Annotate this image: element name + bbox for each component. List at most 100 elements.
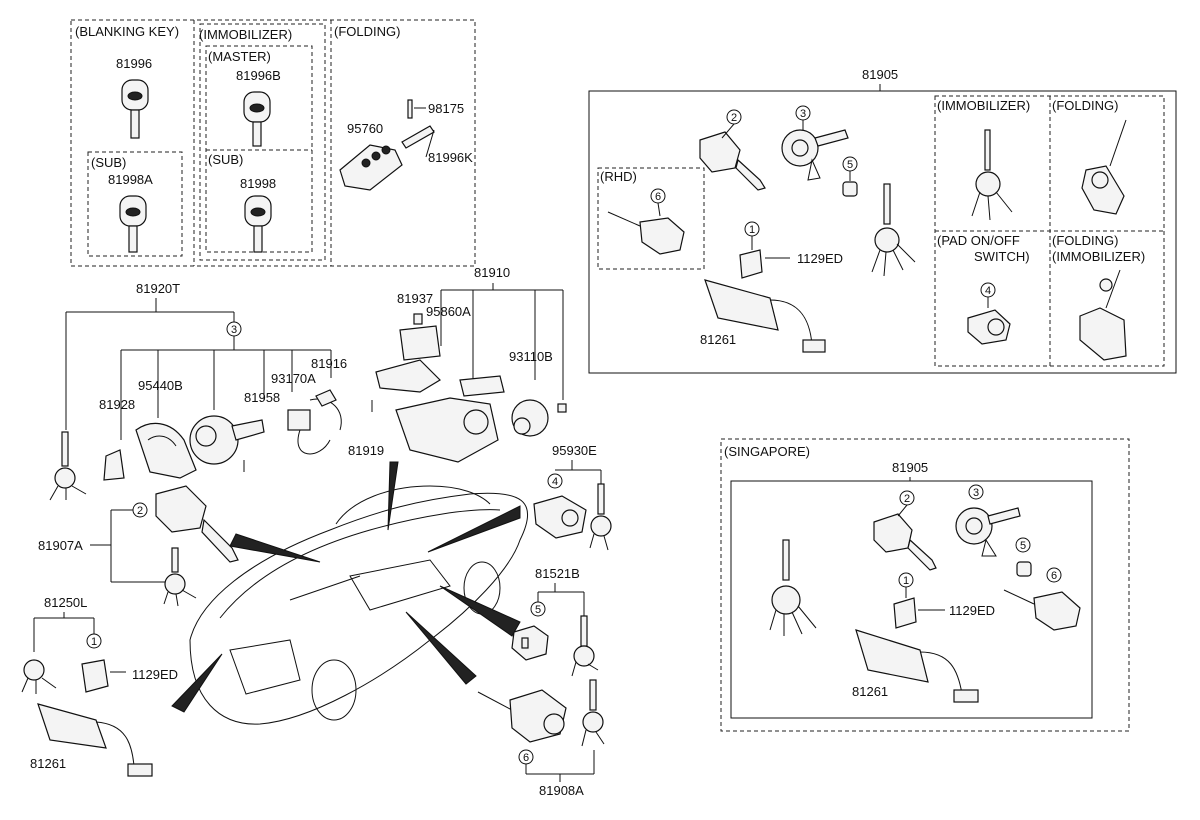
folding-label: (FOLDING) <box>334 24 400 39</box>
callout-2: 2 <box>132 502 148 518</box>
master-label: (MASTER) <box>208 49 271 64</box>
svg-text:3: 3 <box>800 108 806 120</box>
key-icon <box>119 195 147 253</box>
key-set-icon <box>871 183 916 277</box>
svg-text:5: 5 <box>847 159 853 171</box>
svg-text:5: 5 <box>1020 540 1026 552</box>
part-81907A: 81907A <box>38 538 83 553</box>
svg-text:2: 2 <box>731 112 737 124</box>
part-81920T: 81920T <box>136 281 180 296</box>
ignition-switch-icon <box>855 587 979 703</box>
folding-label-r2: (FOLDING) <box>1052 233 1118 248</box>
immobilizer-keys-icon <box>971 129 1013 221</box>
box-outline <box>588 90 1177 374</box>
ignition-switch-icon <box>704 236 826 353</box>
rhd-box <box>597 167 705 270</box>
part-81996: 81996 <box>116 56 152 71</box>
key-set-icon <box>49 431 87 501</box>
parts-81905-box: 81905 (RHD) (IMMOBILIZER) (FOLDING) (PAD… <box>588 67 1177 374</box>
part-1129ED-singapore: 1129ED <box>949 603 995 618</box>
callout-1: 1 <box>744 221 760 237</box>
svg-text:1: 1 <box>903 575 909 587</box>
callout-3: 3 <box>968 484 984 500</box>
door-lock-cylinder-icon <box>155 485 239 607</box>
switch-label: SWITCH) <box>974 249 1030 264</box>
callout-1: 1 <box>86 633 102 649</box>
part-81919: 81919 <box>348 443 384 458</box>
door-lock-cylinder-icon <box>873 504 937 571</box>
part-81958: 81958 <box>244 390 280 405</box>
door-lock-cylinder-icon <box>699 123 766 191</box>
part-81937: 81937 <box>397 291 433 306</box>
ignition-cylinder-icon <box>781 120 849 181</box>
callout-6: 6 <box>650 188 666 204</box>
callout-2: 2 <box>899 490 915 506</box>
callout-6: 6 <box>518 749 534 765</box>
part-81261: 81261 <box>30 756 66 771</box>
part-81250L: 81250L <box>44 595 87 610</box>
key-reminder-switch-icon <box>511 399 567 437</box>
svg-text:1: 1 <box>749 224 755 236</box>
folding-label-r: (FOLDING) <box>1052 98 1118 113</box>
callout-5: 5 <box>530 601 546 617</box>
svg-text:2: 2 <box>904 493 910 505</box>
part-81996B: 81996B <box>236 68 281 83</box>
part-95860A: 95860A <box>426 304 471 319</box>
callout-5: 5 <box>842 156 858 172</box>
key-set-icon <box>21 659 57 694</box>
svg-text:2: 2 <box>137 505 143 517</box>
part-95440B: 95440B <box>138 378 183 393</box>
svg-text:6: 6 <box>523 752 529 764</box>
ignition-switch-icon <box>37 659 153 777</box>
trim-piece-icon <box>103 449 125 481</box>
part-81261: 81261 <box>700 332 736 347</box>
folding-keys-icon <box>1081 119 1127 215</box>
key-set-icon <box>769 539 817 636</box>
part-81261-singapore: 81261 <box>852 684 888 699</box>
pad-on-off-label: (PAD ON/OFF <box>937 233 1020 248</box>
part-98175: 98175 <box>428 101 464 116</box>
svg-text:4: 4 <box>552 476 558 488</box>
key-icon <box>121 79 149 139</box>
main-assembly: 81920T 3 95440B 81928 93170A 81916 81958 <box>21 265 612 798</box>
pad-switch-icon <box>967 297 1011 345</box>
immobilizer-label-r: (IMMOBILIZER) <box>937 98 1030 113</box>
key-box-outer <box>70 19 476 267</box>
sub-key-box <box>87 151 183 257</box>
svg-text:5: 5 <box>535 604 541 616</box>
callout-2: 2 <box>726 109 742 125</box>
door-lock-cylinder-icon <box>477 679 605 747</box>
lock-cylinder-icon <box>1003 589 1081 631</box>
svg-text:6: 6 <box>1051 570 1057 582</box>
part-93110B: 93110B <box>509 349 553 364</box>
callout-4: 4 <box>547 473 563 489</box>
part-81905-singapore: 81905 <box>892 460 928 475</box>
ignition-cylinder-icon <box>955 507 1021 557</box>
callout-1: 1 <box>898 572 914 588</box>
singapore-label: (SINGAPORE) <box>724 444 810 459</box>
part-81998A: 81998A <box>108 172 153 187</box>
key-icon <box>244 195 272 253</box>
bezel-ring-icon <box>135 422 197 479</box>
key-icon <box>243 91 271 147</box>
part-81928: 81928 <box>99 397 135 412</box>
cap-icon <box>1016 561 1032 577</box>
part-1129ED: 1129ED <box>797 251 843 266</box>
folding-key-icon <box>339 99 435 191</box>
part-81905: 81905 <box>862 67 898 82</box>
part-81910: 81910 <box>474 265 510 280</box>
rhd-lock-cylinder-icon <box>607 202 685 255</box>
svg-text:3: 3 <box>231 324 237 336</box>
glove-box-lock-icon <box>533 483 612 551</box>
immobilizer-label: (IMMOBILIZER) <box>199 27 292 42</box>
part-95760: 95760 <box>347 121 383 136</box>
callout-4: 4 <box>980 282 996 298</box>
part-81996K: 81996K <box>428 150 473 165</box>
trunk-lock-icon <box>511 615 599 677</box>
ignition-lock-icon <box>189 415 265 472</box>
callout-5: 5 <box>1015 537 1031 553</box>
cap-icon <box>842 171 858 197</box>
part-81521B: 81521B <box>535 566 580 581</box>
part-93170A: 93170A <box>271 371 316 386</box>
